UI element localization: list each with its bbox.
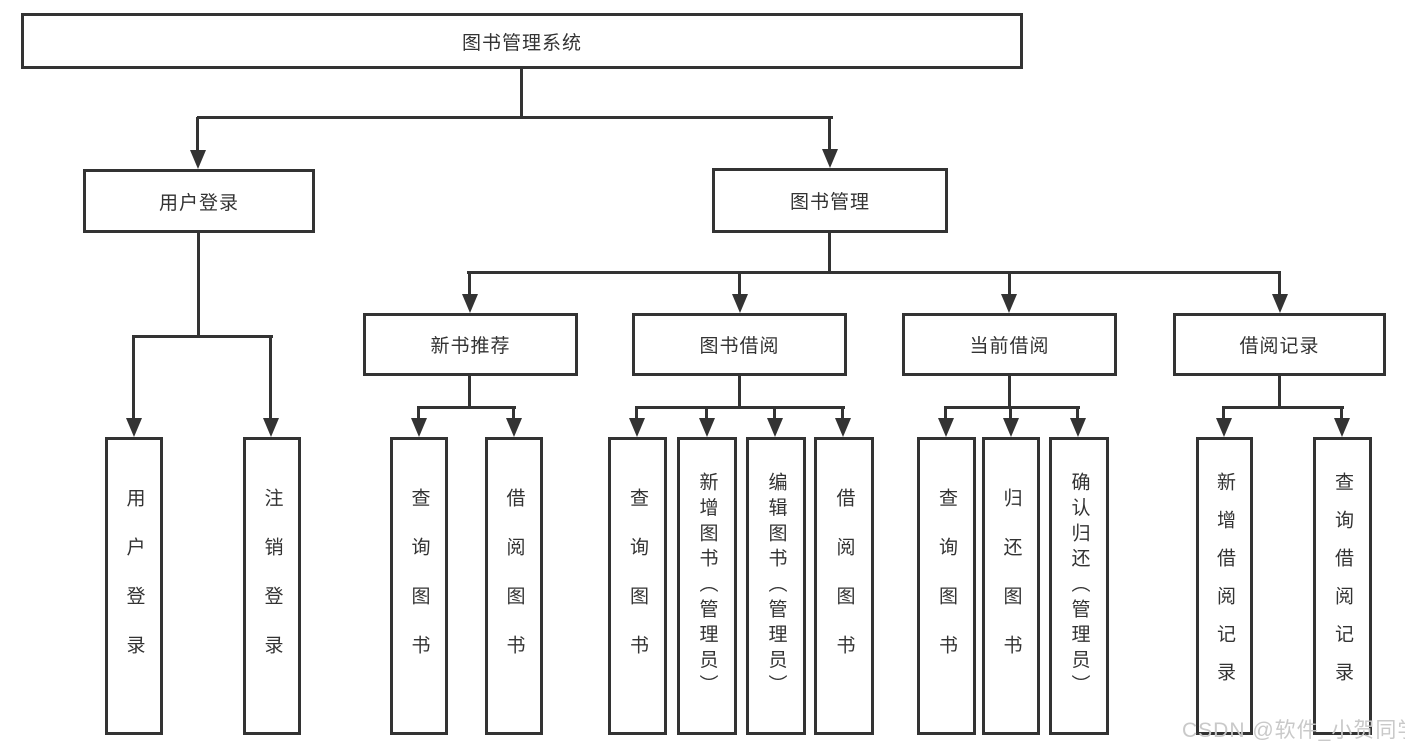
leaf-recommend-borrow-books: 借阅图书 — [485, 437, 543, 735]
arrow-down-icon — [732, 294, 748, 313]
node-current-borrowing: 当前借阅 — [902, 313, 1117, 376]
leaf-borrow-query-books: 查询图书 — [608, 437, 667, 735]
arrow-down-icon — [938, 418, 954, 437]
connector-vline — [196, 117, 199, 151]
node-label: 归还图书 — [1000, 488, 1022, 684]
arrow-down-icon — [506, 418, 522, 437]
arrow-down-icon — [1070, 418, 1086, 437]
connector-vline — [635, 407, 638, 419]
node-new-book-recommend: 新书推荐 — [363, 313, 578, 376]
leaf-add-books-admin: 新增图书（管理员） — [677, 437, 737, 735]
connector-vline — [417, 407, 420, 419]
connector-hline — [1222, 406, 1344, 409]
node-label: 图书管理 — [789, 192, 870, 213]
node-label: 用户登录 — [123, 488, 145, 684]
connector-vline — [132, 336, 135, 419]
arrow-down-icon — [411, 418, 427, 437]
arrow-down-icon — [1216, 418, 1232, 437]
connector-vline — [1278, 272, 1281, 296]
connector-vline — [1340, 407, 1343, 419]
node-label: 新增借阅记录 — [1214, 472, 1235, 700]
connector-hline — [635, 406, 845, 409]
node-borrow-records: 借阅记录 — [1173, 313, 1386, 376]
node-label: 借阅记录 — [1239, 336, 1320, 357]
arrow-down-icon — [1003, 418, 1019, 437]
node-library-system: 图书管理系统 — [21, 13, 1023, 69]
connector-vline — [269, 336, 272, 419]
node-label: 确认归还（管理员） — [1068, 472, 1090, 700]
connector-vline — [512, 407, 515, 419]
leaf-user-login: 用户登录 — [105, 437, 163, 735]
connector-vline — [944, 407, 947, 419]
connector-vline — [705, 407, 708, 419]
connector-vline — [828, 117, 831, 150]
connector-vline — [828, 233, 831, 273]
leaf-current-query-books: 查询图书 — [917, 437, 976, 735]
node-user-login: 用户登录 — [83, 169, 315, 233]
node-label: 当前借阅 — [969, 336, 1050, 357]
arrow-down-icon — [263, 418, 279, 437]
connector-hline — [417, 406, 516, 409]
connector-vline — [1222, 407, 1225, 419]
arrow-down-icon — [1272, 294, 1288, 313]
connector-vline — [841, 407, 844, 419]
connector-hline — [132, 335, 273, 338]
node-label: 查询借阅记录 — [1332, 472, 1353, 700]
connector-vline — [773, 407, 776, 419]
leaf-borrow-books: 借阅图书 — [814, 437, 874, 735]
node-book-borrowing: 图书借阅 — [632, 313, 847, 376]
arrow-down-icon — [190, 150, 206, 169]
watermark: CSDN @软件_小贺同学 — [1182, 719, 1405, 742]
arrow-down-icon — [126, 418, 142, 437]
connector-vline — [468, 376, 471, 408]
connector-vline — [468, 272, 471, 296]
arrow-down-icon — [699, 418, 715, 437]
connector-vline — [1008, 376, 1011, 408]
arrow-down-icon — [462, 294, 478, 313]
connector-vline — [197, 233, 200, 337]
node-label: 新书推荐 — [430, 336, 511, 357]
leaf-confirm-return-admin: 确认归还（管理员） — [1049, 437, 1109, 735]
node-label: 用户登录 — [158, 192, 239, 214]
leaf-return-books: 归还图书 — [982, 437, 1040, 735]
node-label: 注销登录 — [261, 488, 283, 684]
node-label: 图书借阅 — [699, 336, 780, 357]
arrow-down-icon — [835, 418, 851, 437]
node-label: 借阅图书 — [503, 488, 525, 684]
connector-vline — [520, 69, 523, 118]
node-label: 查询图书 — [408, 488, 430, 684]
arrow-down-icon — [1334, 418, 1350, 437]
node-label: 查询图书 — [936, 488, 957, 684]
leaf-logout: 注销登录 — [243, 437, 301, 735]
node-label: 借阅图书 — [833, 488, 855, 684]
connector-hline — [467, 271, 1281, 274]
node-label: 图书管理系统 — [461, 32, 582, 54]
arrow-down-icon — [767, 418, 783, 437]
node-label: 查询图书 — [627, 488, 648, 684]
leaf-query-borrow-record: 查询借阅记录 — [1313, 437, 1372, 735]
connector-hline — [197, 116, 833, 119]
connector-vline — [738, 376, 741, 408]
node-book-management: 图书管理 — [712, 168, 948, 233]
connector-vline — [1278, 376, 1281, 408]
arrow-down-icon — [1001, 294, 1017, 313]
node-label: 编辑图书（管理员） — [765, 472, 787, 700]
arrow-down-icon — [822, 149, 838, 168]
connector-vline — [1009, 407, 1012, 419]
node-label: 新增图书（管理员） — [696, 472, 718, 700]
connector-vline — [1076, 407, 1079, 419]
leaf-add-borrow-record: 新增借阅记录 — [1196, 437, 1253, 735]
connector-vline — [738, 272, 741, 296]
connector-hline — [944, 406, 1080, 409]
leaf-recommend-query-books: 查询图书 — [390, 437, 448, 735]
leaf-edit-books-admin: 编辑图书（管理员） — [746, 437, 806, 735]
arrow-down-icon — [629, 418, 645, 437]
connector-vline — [1008, 272, 1011, 296]
